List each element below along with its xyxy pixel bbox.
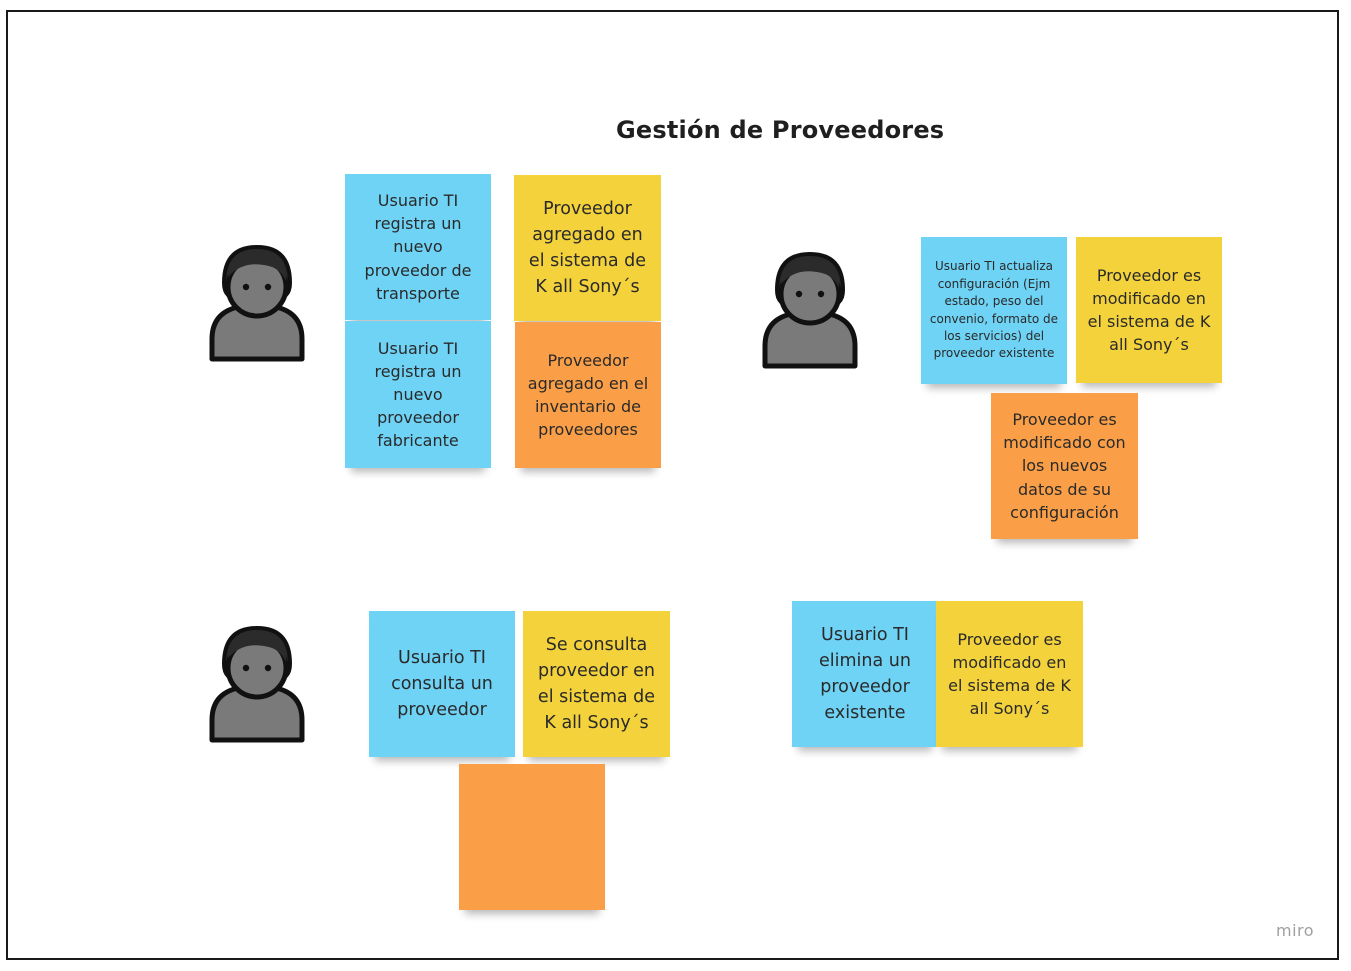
- sticky-note-text: Proveedor agregado en el sistema de K al…: [528, 198, 647, 298]
- sticky-note-provider-added-system[interactable]: Proveedor agregado en el sistema de K al…: [514, 175, 661, 321]
- sticky-note-text: Usuario TI registra un nuevo proveedor f…: [374, 338, 462, 451]
- sticky-note-provider-added-inventory[interactable]: Proveedor agregado en el inventario de p…: [515, 322, 661, 468]
- sticky-note-update-provider-config[interactable]: Usuario TI actualiza configuración (Ejm …: [921, 237, 1067, 384]
- sticky-note-text: Proveedor es modificado en el sistema de…: [1087, 265, 1211, 355]
- sticky-note-text: Usuario TI consulta un proveedor: [391, 647, 493, 721]
- sticky-note-register-transport-provider[interactable]: Usuario TI registra un nuevo proveedor d…: [345, 174, 491, 320]
- sticky-note-provider-queried-system[interactable]: Se consulta proveedor en el sistema de K…: [523, 611, 670, 757]
- sticky-note-text: Proveedor agregado en el inventario de p…: [527, 350, 649, 440]
- person-icon: [209, 625, 305, 743]
- sticky-note-text: Usuario TI elimina un proveedor existent…: [819, 624, 911, 724]
- sticky-note-text: Proveedor es modificado con los nuevos d…: [1003, 410, 1126, 522]
- sticky-note-text: Se consulta proveedor en el sistema de K…: [537, 634, 656, 734]
- sticky-note-provider-modified-config[interactable]: Proveedor es modificado con los nuevos d…: [991, 393, 1138, 539]
- sticky-note-register-manufacturer-provider[interactable]: Usuario TI registra un nuevo proveedor f…: [345, 321, 491, 468]
- sticky-note-empty[interactable]: [459, 764, 605, 910]
- sticky-note-text: Usuario TI actualiza configuración (Ejm …: [929, 259, 1059, 361]
- person-icon: [209, 244, 305, 362]
- sticky-note-delete-provider[interactable]: Usuario TI elimina un proveedor existent…: [792, 601, 938, 747]
- person-icon: [762, 251, 858, 369]
- board-frame: [6, 10, 1339, 960]
- miro-watermark: miro: [1276, 921, 1315, 940]
- board-title: Gestión de Proveedores: [616, 116, 945, 144]
- sticky-note-provider-modified-system[interactable]: Proveedor es modificado en el sistema de…: [1076, 237, 1222, 383]
- sticky-note-query-provider[interactable]: Usuario TI consulta un proveedor: [369, 611, 515, 757]
- sticky-note-text: Proveedor es modificado en el sistema de…: [948, 629, 1071, 719]
- sticky-note-provider-modified-system-2[interactable]: Proveedor es modificado en el sistema de…: [936, 601, 1083, 747]
- sticky-note-text: Usuario TI registra un nuevo proveedor d…: [364, 191, 472, 303]
